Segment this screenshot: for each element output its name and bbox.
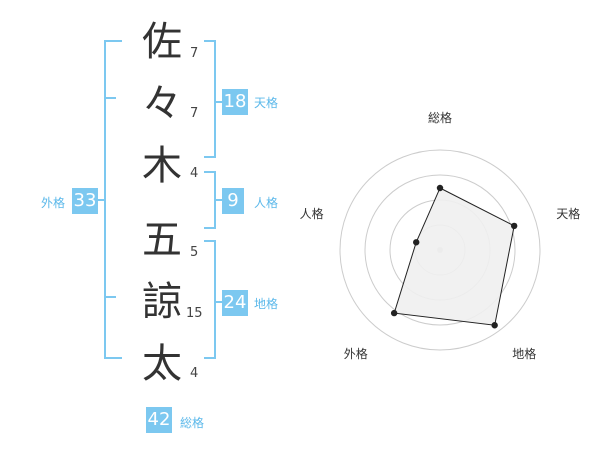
gaikaku-badge: 33 (72, 188, 98, 214)
stroke-count-5: 15 (186, 306, 203, 321)
gaikaku-bracket-top (104, 40, 122, 42)
name-char-3: 木 (142, 143, 182, 189)
radar-axis-label-3: 地格 (512, 346, 536, 361)
stroke-count-4: 5 (190, 245, 199, 260)
chikaku-bracket-bottom (204, 357, 216, 359)
radar-point-4 (390, 309, 398, 317)
jinkaku-badge: 9 (222, 188, 244, 214)
chikaku-connector (214, 301, 222, 303)
gaikaku-bracket-tick-1 (104, 97, 116, 99)
name-char-4: 五 (142, 217, 182, 263)
chikaku-label: 地格 (254, 297, 279, 311)
soukaku-label: 総格 (180, 416, 205, 430)
stroke-count-2: 7 (190, 106, 199, 121)
gaikaku-connector (95, 199, 105, 201)
chikaku-badge: 24 (222, 290, 248, 316)
gaikaku-label: 外格 (41, 196, 66, 210)
radar-value-polygon (393, 187, 515, 326)
tenkaku-badge: 18 (222, 89, 248, 115)
radar-ring-3 (364, 174, 516, 326)
radar-point-3 (491, 322, 498, 329)
stroke-count-6: 4 (190, 366, 199, 381)
radar-axis-label-1: 総格 (428, 110, 452, 125)
radar-axis-label-5: 人格 (300, 206, 324, 221)
soukaku-badge: 42 (146, 407, 172, 433)
chikaku-bracket-vertical (214, 240, 216, 359)
name-char-5: 諒 (142, 279, 182, 325)
jinkaku-label: 人格 (254, 196, 279, 210)
radar-axis-label-2: 天格 (556, 206, 580, 221)
jinkaku-bracket-top (204, 171, 216, 173)
jinkaku-connector (214, 199, 222, 201)
name-char-2: 々 (142, 81, 182, 127)
tenkaku-label: 天格 (254, 96, 279, 110)
tenkaku-bracket-top (204, 40, 216, 42)
stroke-count-1: 7 (190, 46, 199, 61)
tenkaku-bracket-vertical (214, 40, 216, 158)
gaikaku-bracket-bottom (104, 357, 122, 359)
name-char-6: 太 (142, 341, 182, 387)
radar-point-1 (436, 184, 444, 192)
radar-axis-label-4: 外格 (344, 346, 368, 361)
radar-point-2 (510, 222, 518, 230)
chikaku-bracket-top (204, 240, 216, 242)
radar-point-5 (413, 239, 420, 246)
gaikaku-bracket-tick-2 (104, 296, 116, 298)
tenkaku-connector (214, 101, 222, 103)
jinkaku-bracket-bottom (204, 227, 216, 229)
name-char-1: 佐 (142, 19, 182, 65)
tenkaku-bracket-bottom (204, 156, 216, 158)
stroke-count-3: 4 (190, 166, 199, 181)
radar-ring-4 (339, 149, 541, 351)
gaikaku-bracket-vertical (104, 40, 106, 359)
